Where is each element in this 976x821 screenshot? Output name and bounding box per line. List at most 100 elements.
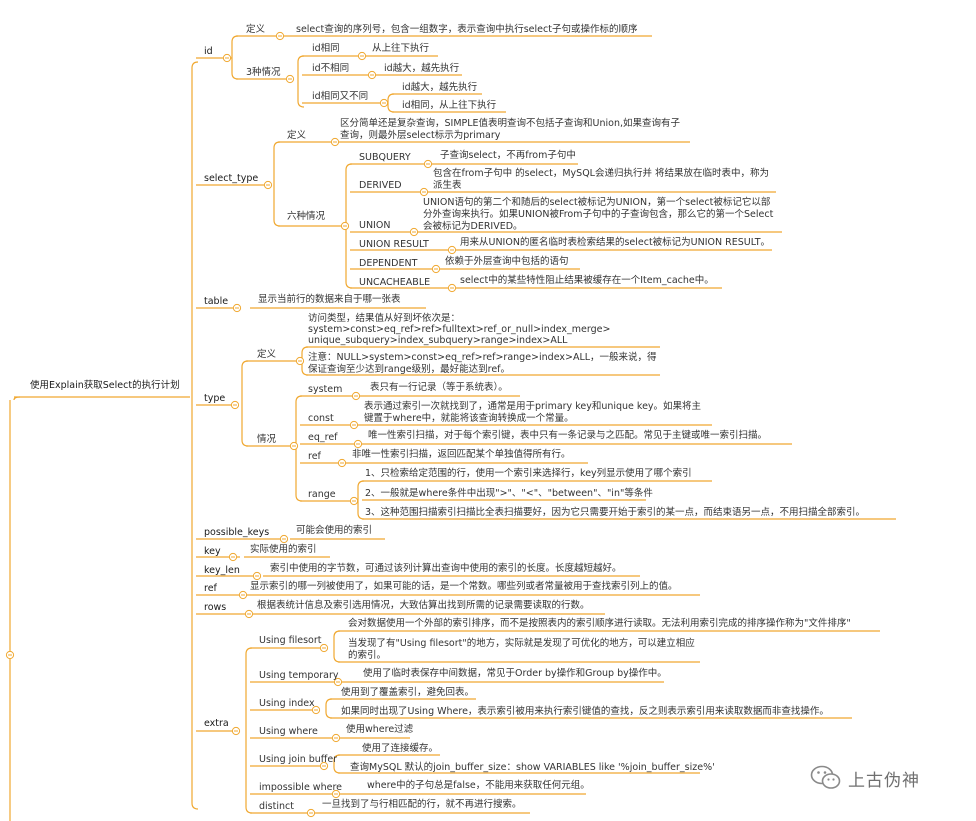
extra-distinct[interactable]: distinct [259,801,294,812]
table-desc: 显示当前行的数据来自于哪一张表 [258,294,401,305]
collapse-toggle-icon[interactable] [333,677,343,687]
collapse-toggle-icon[interactable] [279,534,289,544]
select-type-def-label[interactable]: 定义 [287,130,307,141]
node-type[interactable]: type [204,393,226,404]
collapse-toggle-icon[interactable] [447,245,457,255]
type-def-1: 访问类型，结果值从好到坏依次是： [308,313,461,324]
select-type-derived[interactable]: DERIVED [359,180,402,191]
select-type-uncacheable[interactable]: UNCACHEABLE [359,277,431,288]
extra-distinct-desc: 一旦找到了与行相匹配的行，就不再进行搜索。 [322,799,522,810]
node-select-type[interactable]: select_type [204,173,259,184]
select-type-union[interactable]: UNION [359,220,391,231]
node-table[interactable]: table [204,296,229,307]
extra-filesort[interactable]: Using filesort [259,635,322,646]
node-key-len[interactable]: key_len [204,565,240,576]
collapse-toggle-icon[interactable] [357,51,367,61]
type-system-desc: 表只有一行记录（等于系统表）。 [370,382,508,393]
type-def-label[interactable]: 定义 [257,349,277,360]
node-extra[interactable]: extra [204,718,229,729]
collapse-toggle-icon[interactable] [331,733,341,743]
extra-index[interactable]: Using index [259,698,315,709]
collapse-toggle-icon[interactable] [340,221,350,231]
extra-index-2: 如果同时出现了Using Where，表示索引被用来执行索引键值的查找，反之则表… [341,706,829,717]
collapse-toggle-icon[interactable] [319,643,329,653]
id-mixed-label[interactable]: id相同又不同 [312,91,369,102]
collapse-toggle-icon[interactable] [238,590,248,600]
type-note: 注意：NULL>system>const>eq_ref>ref>range>in… [308,352,657,375]
collapse-toggle-icon[interactable] [230,400,240,410]
collapse-toggle-icon[interactable] [222,53,232,63]
type-range-3: 3、这种范围扫描索引扫描比全表扫描要好，因为它只需要开始于索引的某一点，而结束语… [365,507,866,518]
node-key[interactable]: key [204,546,221,557]
type-cases-label[interactable]: 情况 [257,434,277,445]
type-system[interactable]: system [308,384,343,395]
connector-line [13,396,21,401]
root-node-label[interactable]: 使用Explain获取Select的执行计划 [30,380,180,391]
connector-line [387,93,395,113]
type-ref-desc: 非唯一性索引扫描，返回匹配某个单独值得所有行。 [352,449,571,460]
collapse-toggle-icon[interactable] [349,496,359,506]
collapse-toggle-icon[interactable] [275,31,285,41]
collapse-toggle-icon[interactable] [331,789,341,799]
id-def-label[interactable]: 定义 [246,24,266,35]
collapse-toggle-icon[interactable] [379,98,389,108]
id-diff-text: id越大，越先执行 [384,63,460,74]
collapse-toggle-icon[interactable] [353,439,363,449]
extra-where[interactable]: Using where [259,726,318,737]
collapse-toggle-icon[interactable] [232,303,242,313]
collapse-toggle-icon[interactable] [351,391,361,401]
id-mixed-text-2: id相同，从上往下执行 [402,100,497,111]
collapse-toggle-icon[interactable] [330,137,340,147]
collapse-toggle-icon[interactable] [337,458,347,468]
collapse-toggle-icon[interactable] [244,609,254,619]
type-ref[interactable]: ref [308,451,321,462]
extra-impossible[interactable]: impossible where [259,782,342,793]
collapse-toggle-icon[interactable] [419,187,429,197]
select-type-union-result-desc: 用来从UNION的匿名临时表检索结果的select被标记为UNION RESUL… [460,237,771,248]
top-edge [0,0,976,4]
id-same-label[interactable]: id相同 [312,43,340,54]
node-id[interactable]: id [204,46,213,57]
id-mixed-text-1: id越大，越先执行 [402,82,478,93]
select-type-subquery[interactable]: SUBQUERY [359,152,411,163]
collapse-toggle-icon[interactable] [263,180,273,190]
collapse-toggle-icon[interactable] [409,227,419,237]
collapse-toggle-icon[interactable] [231,726,241,736]
select-type-union-result[interactable]: UNION RESULT [359,239,429,250]
select-type-def-text: 区分简单还是复杂查询，SIMPLE值表明查询不包括子查询和Union,如果查询有… [340,118,681,141]
connector-line [297,55,305,108]
type-eq-ref[interactable]: eq_ref [308,432,338,443]
id-diff-label[interactable]: id不相同 [312,63,350,74]
node-possible-keys[interactable]: possible_keys [204,527,270,538]
type-range-2: 2、一般就是where条件中出现">"、"<"、"between"、"in"等条… [365,488,653,499]
collapse-toggle-icon[interactable] [289,441,299,451]
node-rows[interactable]: rows [204,602,227,613]
collapse-toggle-icon[interactable] [319,761,329,771]
extra-join-1: 使用了连接缓存。 [362,743,439,754]
collapse-toggle-icon[interactable] [306,808,316,818]
collapse-toggle-icon[interactable] [285,74,295,84]
collapse-toggle-icon[interactable] [311,705,321,715]
extra-temporary[interactable]: Using temporary [259,670,339,681]
type-const[interactable]: const [308,413,334,424]
ref-desc: 显示索引的哪一列被使用了，如果可能的话，是一个常数。哪些列或者常量被用于查找索引… [250,581,678,592]
select-type-dependent[interactable]: DEPENDENT [359,258,418,269]
collapse-toggle-icon[interactable] [228,552,238,562]
collapse-toggle-icon[interactable] [367,70,377,80]
extra-filesort-2: 当发现了有"Using filesort"的地方，实际就是发现了可优化的地方，可… [348,638,695,661]
node-ref[interactable]: ref [204,583,217,594]
select-type-uncacheable-desc: select中的某些特性阻止结果被缓存在一个Item_cache中。 [460,275,714,286]
type-range[interactable]: range [308,489,336,500]
collapse-toggle-icon[interactable] [447,283,457,293]
extra-join[interactable]: Using join buffer [259,754,338,765]
extra-impossible-desc: where中的子句总是false，不能用来获取任何元组。 [367,780,590,791]
id-cases-label[interactable]: 3种情况 [246,67,281,78]
collapse-toggle-icon[interactable] [349,420,359,430]
collapse-toggle-icon[interactable] [295,356,305,366]
select-type-cases-label[interactable]: 六种情况 [287,211,326,222]
collapse-toggle-icon[interactable] [252,571,262,581]
collapse-toggle-icon[interactable] [423,159,433,169]
collapse-toggle-icon[interactable] [5,650,15,660]
collapse-toggle-icon[interactable] [431,264,441,274]
connector-line [273,141,281,227]
